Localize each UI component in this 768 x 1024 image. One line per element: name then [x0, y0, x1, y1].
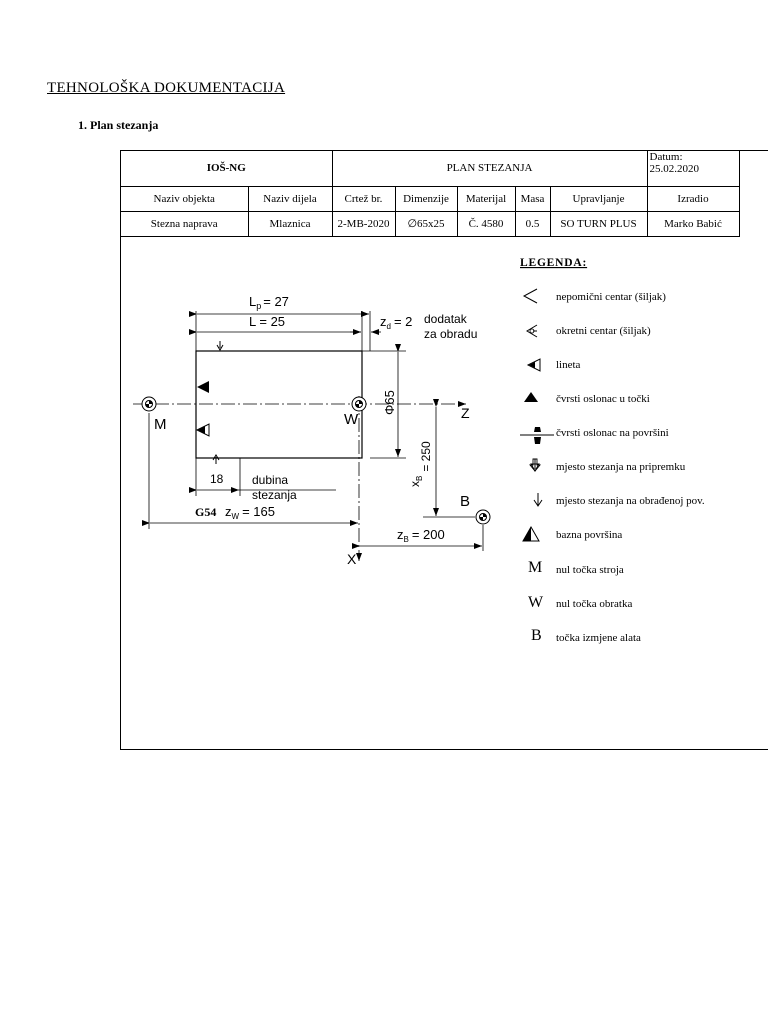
- svg-text:točka izmjene alata: točka izmjene alata: [556, 632, 641, 644]
- legend-item-steady-rest: lineta: [526, 358, 581, 372]
- z-axis-label: Z: [461, 405, 470, 421]
- machine-zero-symbol: [141, 396, 157, 412]
- plan-title: PLAN STEZANJA: [331, 151, 648, 187]
- diameter-label: Φ65: [382, 390, 397, 415]
- svg-text:mjesto stezanja na pripremku: mjesto stezanja na pripremku: [556, 461, 686, 473]
- legend-item-machine-zero: M nul točka stroja: [528, 559, 624, 576]
- legend-title: LEGENDA:: [520, 257, 587, 269]
- point-support-icon: [524, 392, 538, 402]
- legend-item-clamp-raw: mjesto stezanja na pripremku: [529, 458, 686, 473]
- clamping-drawing: Lp= 27 L = 25 zd= 2 dodatak za obradu Φ6…: [133, 257, 705, 644]
- workpiece-zero-symbol: [351, 396, 367, 412]
- column-header: Izradio: [646, 185, 740, 212]
- svg-text:bazna površina: bazna površina: [556, 529, 622, 541]
- legend-item-rotating-center: okretni centar (šiljak): [526, 324, 651, 338]
- svg-text:mjesto stezanja na obrađenoj p: mjesto stezanja na obrađenoj pov.: [556, 495, 705, 507]
- legend-item-clamp-machined: mjesto stezanja na obrađenoj pov.: [533, 493, 705, 507]
- column-header: Dimenzije: [394, 185, 458, 212]
- column-value: Mlaznica: [247, 210, 333, 237]
- clamp-raw-symbol-bottom: [212, 454, 220, 464]
- steady-rest-support-fill: [198, 426, 205, 434]
- workpiece-outline: [195, 350, 363, 459]
- steady-rest-icon: [526, 358, 541, 372]
- m-label: M: [154, 416, 167, 433]
- svg-text:okretni centar (šiljak): okretni centar (šiljak): [556, 325, 651, 337]
- zb-dimension-label: zB= 200: [397, 527, 445, 544]
- allowance-label-2: za obradu: [424, 327, 477, 341]
- legend-letter-w: W: [528, 594, 544, 611]
- clamp-machined-icon: [533, 493, 543, 507]
- depth-value: 18: [210, 472, 224, 486]
- svg-text:nul točka stroja: nul točka stroja: [556, 564, 624, 576]
- column-value: 2-MB-2020: [331, 210, 396, 237]
- l-dimension-label: L = 25: [249, 314, 285, 329]
- date-value: 25.02.2020: [649, 163, 700, 175]
- fixed-center-icon: [522, 288, 538, 304]
- legend-item-workpiece-zero: W nul točka obratka: [528, 594, 632, 611]
- g54-label: G54: [195, 505, 216, 519]
- lp-dimension-label: Lp= 27: [249, 294, 289, 311]
- zw-dimension-label: zW= 165: [225, 504, 275, 521]
- legend-item-surface-support: čvrsti oslonac na površini: [520, 427, 669, 444]
- legend-letter-m: M: [528, 559, 542, 576]
- header-values-row: Stezna naprava Mlaznica 2-MB-2020 ∅65x25…: [121, 210, 740, 237]
- depth-label-2: stezanja: [252, 488, 297, 502]
- allowance-label-1: dodatak: [424, 312, 468, 326]
- header-table: IOŠ-NG PLAN STEZANJA Datum: 25.02.2020 N…: [121, 151, 740, 237]
- steady-rest-support-symbol: [195, 423, 210, 437]
- svg-text:nepomični centar (šiljak): nepomični centar (šiljak): [556, 291, 666, 303]
- clamp-raw-icon: [530, 459, 540, 473]
- column-header: Masa: [514, 185, 551, 212]
- w-label: W: [344, 411, 359, 428]
- legend-letter-b: B: [531, 627, 542, 644]
- column-value: SO TURN PLUS: [549, 210, 648, 237]
- svg-text:čvrsti oslonac u točki: čvrsti oslonac u točki: [556, 393, 650, 405]
- organization-name: IOŠ-NG: [121, 151, 333, 187]
- legend-item-base-surface: bazna površina: [522, 525, 622, 542]
- legend-item-tool-change: B točka izmjene alata: [531, 627, 641, 644]
- column-value: Marko Babić: [646, 210, 740, 237]
- clamp-raw-symbol: [216, 341, 224, 351]
- section-title: 1. Plan stezanja: [78, 118, 159, 132]
- tool-change-point-symbol: [475, 509, 491, 525]
- rotating-center-icon: [526, 324, 538, 338]
- x-axis-label: X: [347, 551, 357, 567]
- point-support-symbol: [197, 381, 209, 393]
- svg-text:nul točka obratka: nul točka obratka: [556, 598, 632, 610]
- surface-support-icon: [534, 427, 541, 432]
- header-columns-row: Naziv objekta Naziv dijela Crtež br. Dim…: [121, 185, 740, 212]
- column-header: Materijal: [456, 185, 516, 212]
- clamping-plan-sheet: IOŠ-NG PLAN STEZANJA Datum: 25.02.2020 N…: [120, 150, 768, 750]
- depth-label-1: dubina: [252, 473, 288, 487]
- b-label: B: [460, 493, 470, 510]
- date-cell: Datum: 25.02.2020: [646, 151, 740, 187]
- column-header: Upravljanje: [549, 185, 648, 212]
- svg-text:lineta: lineta: [556, 359, 581, 371]
- document-title: TEHNOLOŠKA DOKUMENTACIJA: [47, 80, 286, 96]
- xb-dimension-label: xB= 250: [408, 441, 433, 487]
- legend-item-fixed-center: nepomični centar (šiljak): [522, 288, 666, 304]
- legend-item-point-support: čvrsti oslonac u točki: [524, 392, 650, 405]
- zd-dimension-label: zd= 2: [380, 314, 412, 331]
- date-label: Datum:: [649, 151, 683, 163]
- column-header: Naziv objekta: [121, 185, 249, 212]
- svg-text:čvrsti oslonac na površini: čvrsti oslonac na površini: [556, 427, 669, 439]
- column-value: Č. 4580: [456, 210, 516, 237]
- column-value: Stezna naprava: [121, 210, 249, 237]
